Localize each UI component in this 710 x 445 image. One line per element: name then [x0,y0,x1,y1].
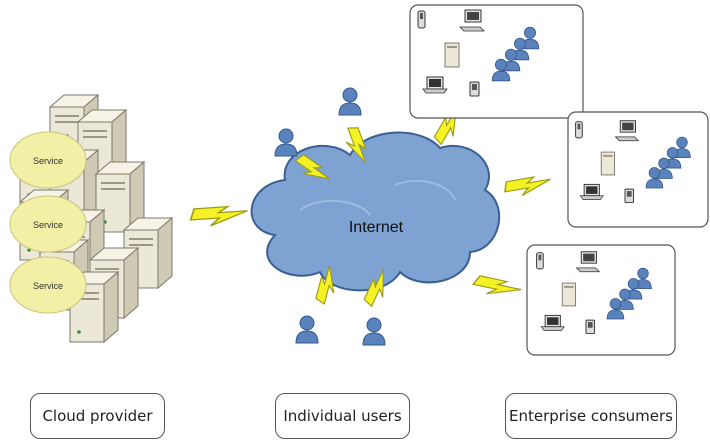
svg-text:Service: Service [33,156,63,166]
service-bubble: Service [9,195,87,253]
enterprise-consumer-group [526,244,676,356]
internet-label: Internet [349,219,404,236]
individual-user-icon [295,315,319,344]
cloud-provider-caption: Cloud provider [30,393,165,439]
individual-users-caption: Individual users [275,393,410,439]
lightning-bolt-icon [501,173,555,199]
enterprise-consumer-group [567,111,709,228]
lightning-bolt-icon [188,204,250,228]
lightning-bolt-icon [470,274,524,302]
svg-text:Service: Service [33,220,63,230]
individual-user-icon [274,128,298,157]
service-bubble: Service [9,256,87,314]
individual-user-icon [338,87,362,116]
enterprise-consumers-caption: Enterprise consumers [505,393,677,439]
individual-user-icon [362,317,386,346]
enterprise-consumer-group [409,4,584,119]
service-bubble: Service [9,131,87,189]
svg-text:Service: Service [33,281,63,291]
